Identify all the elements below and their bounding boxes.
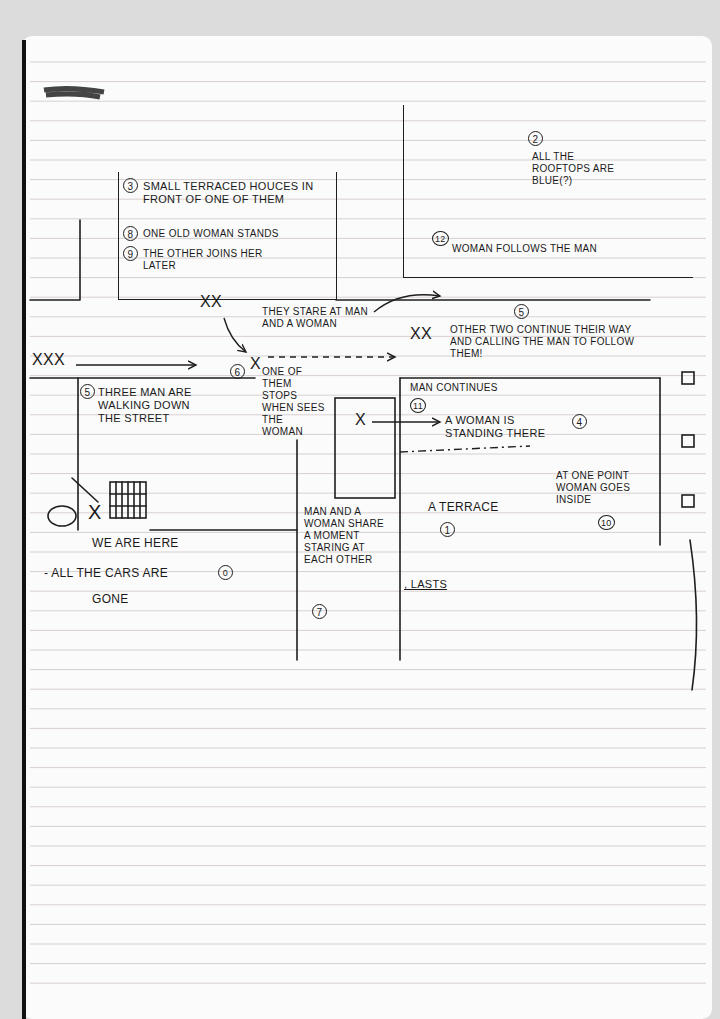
callout-number: 9 — [123, 246, 138, 261]
sketch-label: , LASTS — [404, 578, 447, 591]
ruled-line — [30, 454, 706, 455]
ruled-line — [30, 297, 706, 298]
ruled-line — [30, 512, 706, 513]
ruled-line — [30, 924, 706, 925]
sketch-label: AT ONE POINT WOMAN GOES INSIDE — [556, 470, 656, 506]
ruled-line — [30, 669, 706, 670]
ruled-line — [30, 963, 706, 964]
ruled-line — [30, 120, 706, 121]
ruled-line — [30, 552, 706, 553]
ruled-line — [30, 630, 706, 631]
sketch-label: - ALL THE CARS ARE — [44, 566, 168, 580]
callout-number: 5 — [514, 304, 529, 319]
callout-number: 6 — [230, 364, 245, 379]
ruled-line — [30, 748, 706, 749]
paper-page — [22, 36, 712, 1019]
note-text: ALL THE ROOFTOPS ARE BLUE(?) — [532, 151, 624, 187]
ruled-line — [30, 81, 706, 82]
street-lines — [30, 220, 697, 690]
sketch-label: X — [355, 410, 366, 429]
page-edge — [22, 40, 26, 1019]
sketch-label: XX — [200, 292, 222, 311]
callout-number: 1 — [440, 522, 455, 537]
sketch-label: A WOMAN IS STANDING THERE — [445, 414, 565, 440]
ruled-line — [30, 904, 706, 905]
ruled-lines — [30, 62, 706, 983]
note-text: THE OTHER JOINS HER LATER — [143, 248, 293, 272]
ruled-line — [30, 865, 706, 866]
callout-number: 8 — [123, 226, 138, 241]
ruled-line — [30, 787, 706, 788]
callout-number: 12 — [432, 231, 449, 246]
ruled-line — [30, 689, 706, 690]
note-text: ONE OLD WOMAN STANDS — [143, 228, 331, 240]
ruled-line — [30, 218, 706, 219]
sketch-label: A TERRACE — [428, 500, 499, 514]
ruled-line — [30, 62, 706, 63]
ruled-line — [30, 199, 706, 200]
ruled-line — [30, 826, 706, 827]
house-block: 3 SMALL TERRACED HOUCES IN FRONT OF ONE O… — [118, 172, 337, 300]
ruled-line — [30, 885, 706, 886]
ruled-line — [30, 767, 706, 768]
sketch-label: THEY STARE AT MAN AND A WOMAN — [262, 306, 372, 330]
ruled-line — [30, 591, 706, 592]
ruled-line — [30, 806, 706, 807]
sketch-label: GONE — [92, 592, 129, 606]
ruled-line — [30, 650, 706, 651]
ruled-line — [30, 846, 706, 847]
house-block: 2ALL THE ROOFTOPS ARE BLUE(?) 12WOMAN FOL… — [403, 105, 693, 278]
callout-number: 2 — [528, 131, 543, 146]
ruled-line — [30, 728, 706, 729]
callout-number: 5 — [80, 384, 95, 399]
note-text: WOMAN FOLLOWS THE MAN — [452, 243, 672, 255]
ruled-line — [30, 356, 706, 357]
ruled-line — [30, 101, 706, 102]
callout-number: 3 — [123, 178, 138, 193]
ruled-line — [30, 160, 706, 161]
ruled-line — [30, 179, 706, 180]
ruled-line — [30, 610, 706, 611]
sketch-label: XX — [410, 324, 432, 343]
scribble — [44, 88, 104, 97]
ruled-line — [30, 434, 706, 435]
callout-number: 11 — [410, 398, 426, 413]
sketch-label: OTHER TWO CONTINUE THEIR WAY AND CALLING… — [450, 324, 650, 360]
note-text: SMALL TERRACED HOUCES IN FRONT OF ONE OF… — [143, 180, 331, 206]
callout-number: 7 — [312, 604, 327, 619]
ruled-line — [30, 375, 706, 376]
callout-number: 10 — [598, 515, 615, 530]
callout-number: 0 — [218, 565, 233, 580]
ruled-line — [30, 532, 706, 533]
ruled-line — [30, 983, 706, 984]
sketch-label: ONE OF THEM STOPS WHEN SEES THE WOMAN — [262, 366, 326, 438]
sketch-label: MAN CONTINUES — [410, 382, 498, 394]
callout-number: 4 — [572, 414, 587, 429]
sketch-label: X — [88, 500, 102, 524]
sketch-label: THREE MAN ARE WALKING DOWN THE STREET — [98, 386, 208, 426]
sketch-label: X — [250, 354, 261, 373]
ruled-line — [30, 708, 706, 709]
ruled-line — [30, 140, 706, 141]
sketch-label: XXX — [32, 350, 65, 369]
ruled-line — [30, 944, 706, 945]
sketch-label: MAN AND A WOMAN SHARE A MOMENT STARING A… — [304, 506, 392, 566]
sketch-label: WE ARE HERE — [92, 536, 179, 550]
